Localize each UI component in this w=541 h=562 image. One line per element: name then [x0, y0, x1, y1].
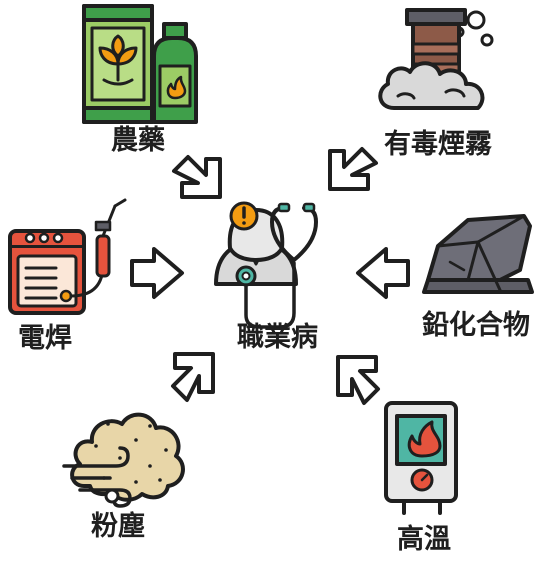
arrow-high-temperature	[336, 355, 380, 405]
arrow-welding	[130, 247, 184, 299]
arrow-icon	[130, 147, 410, 405]
factory-smoke-icon	[378, 8, 494, 110]
doctor-stethoscope-icon	[214, 201, 318, 329]
arrow-lead-compound	[356, 247, 410, 299]
welding-machine-icon	[8, 198, 127, 315]
dust-cloud-icon	[62, 412, 185, 508]
furnace-icon	[384, 401, 458, 515]
label-welding: 電焊	[18, 323, 72, 354]
lead-ore-icon	[422, 214, 534, 294]
label-pesticide: 農藥	[111, 125, 165, 156]
arrow-toxic-smoke	[328, 147, 378, 191]
label-lead-compound: 鉛化合物	[422, 310, 530, 341]
center-label: 職業病	[237, 322, 318, 353]
pesticide-icon	[82, 4, 198, 124]
label-dust: 粉塵	[91, 511, 145, 542]
arrow-dust	[171, 352, 215, 402]
arrow-pesticide	[172, 155, 222, 199]
label-toxic-smoke: 有毒煙霧	[384, 129, 492, 160]
label-high-temperature: 高溫	[397, 524, 451, 555]
